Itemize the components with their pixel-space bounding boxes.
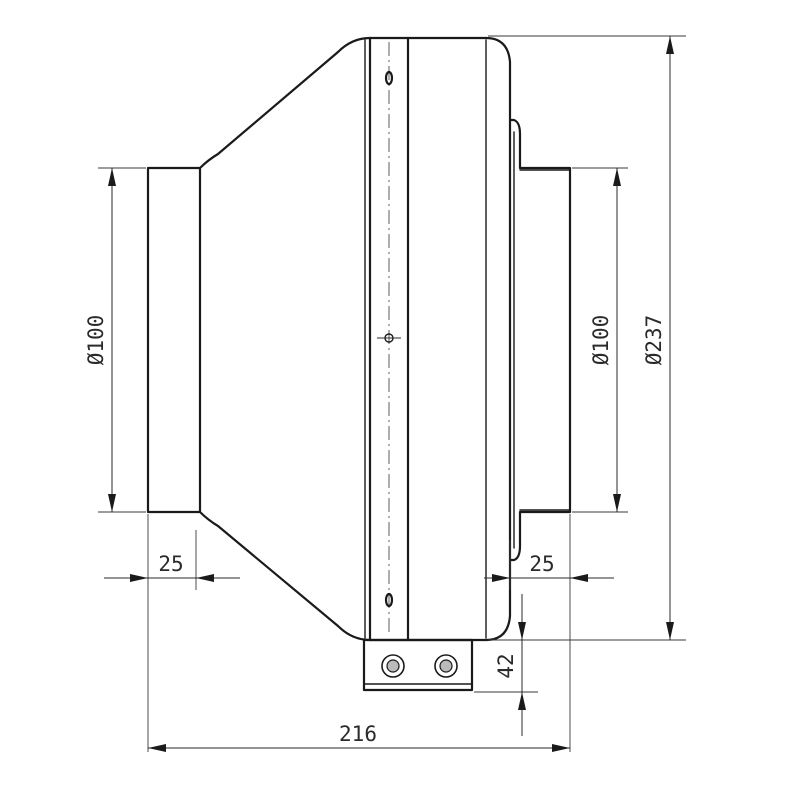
bolt-right-inner <box>439 659 453 673</box>
dim-label-outlet-collar: 25 <box>529 552 554 576</box>
band-slot-bottom <box>384 592 394 608</box>
dim-inlet-diameter: Ø100 <box>84 167 146 513</box>
dim-overall-length: 216 <box>148 722 570 752</box>
dim-label-housing-diameter: Ø237 <box>642 315 666 366</box>
arrow <box>196 574 214 582</box>
housing-outline <box>368 36 512 642</box>
inlet-cone-top <box>198 36 372 170</box>
dim-bracket-height: 42 <box>474 594 538 736</box>
bracket-outline <box>362 638 474 692</box>
fan-body <box>146 36 572 642</box>
motor-step-outline <box>508 118 572 562</box>
dim-label-overall-length: 216 <box>339 722 377 746</box>
arrow <box>518 622 526 640</box>
dim-outlet-diameter: Ø100 <box>572 167 628 513</box>
dim-label-outlet-diameter: Ø100 <box>589 315 613 366</box>
arrow <box>492 574 510 582</box>
arrow <box>130 574 148 582</box>
dim-housing-diameter: Ø237 <box>488 35 686 641</box>
arrow <box>570 574 588 582</box>
arrow <box>666 36 674 54</box>
dim-label-inlet-diameter: Ø100 <box>84 315 108 366</box>
dim-outlet-collar-length: 25 <box>484 514 614 752</box>
arrow <box>666 622 674 640</box>
inlet-collar <box>146 166 202 514</box>
dim-inlet-collar-length: 25 <box>104 514 240 752</box>
inlet-cone-bottom <box>198 510 372 642</box>
mounting-bracket <box>362 638 474 692</box>
dim-label-bracket-height: 42 <box>494 653 518 678</box>
band-slot-top <box>384 70 394 86</box>
arrow <box>518 692 526 710</box>
arrow <box>552 744 570 752</box>
arrow <box>108 494 116 512</box>
dim-label-inlet-collar: 25 <box>158 552 183 576</box>
arrow <box>613 494 621 512</box>
arrow <box>108 168 116 186</box>
bolt-left-inner <box>386 659 400 673</box>
arrow <box>148 744 166 752</box>
arrow <box>613 168 621 186</box>
